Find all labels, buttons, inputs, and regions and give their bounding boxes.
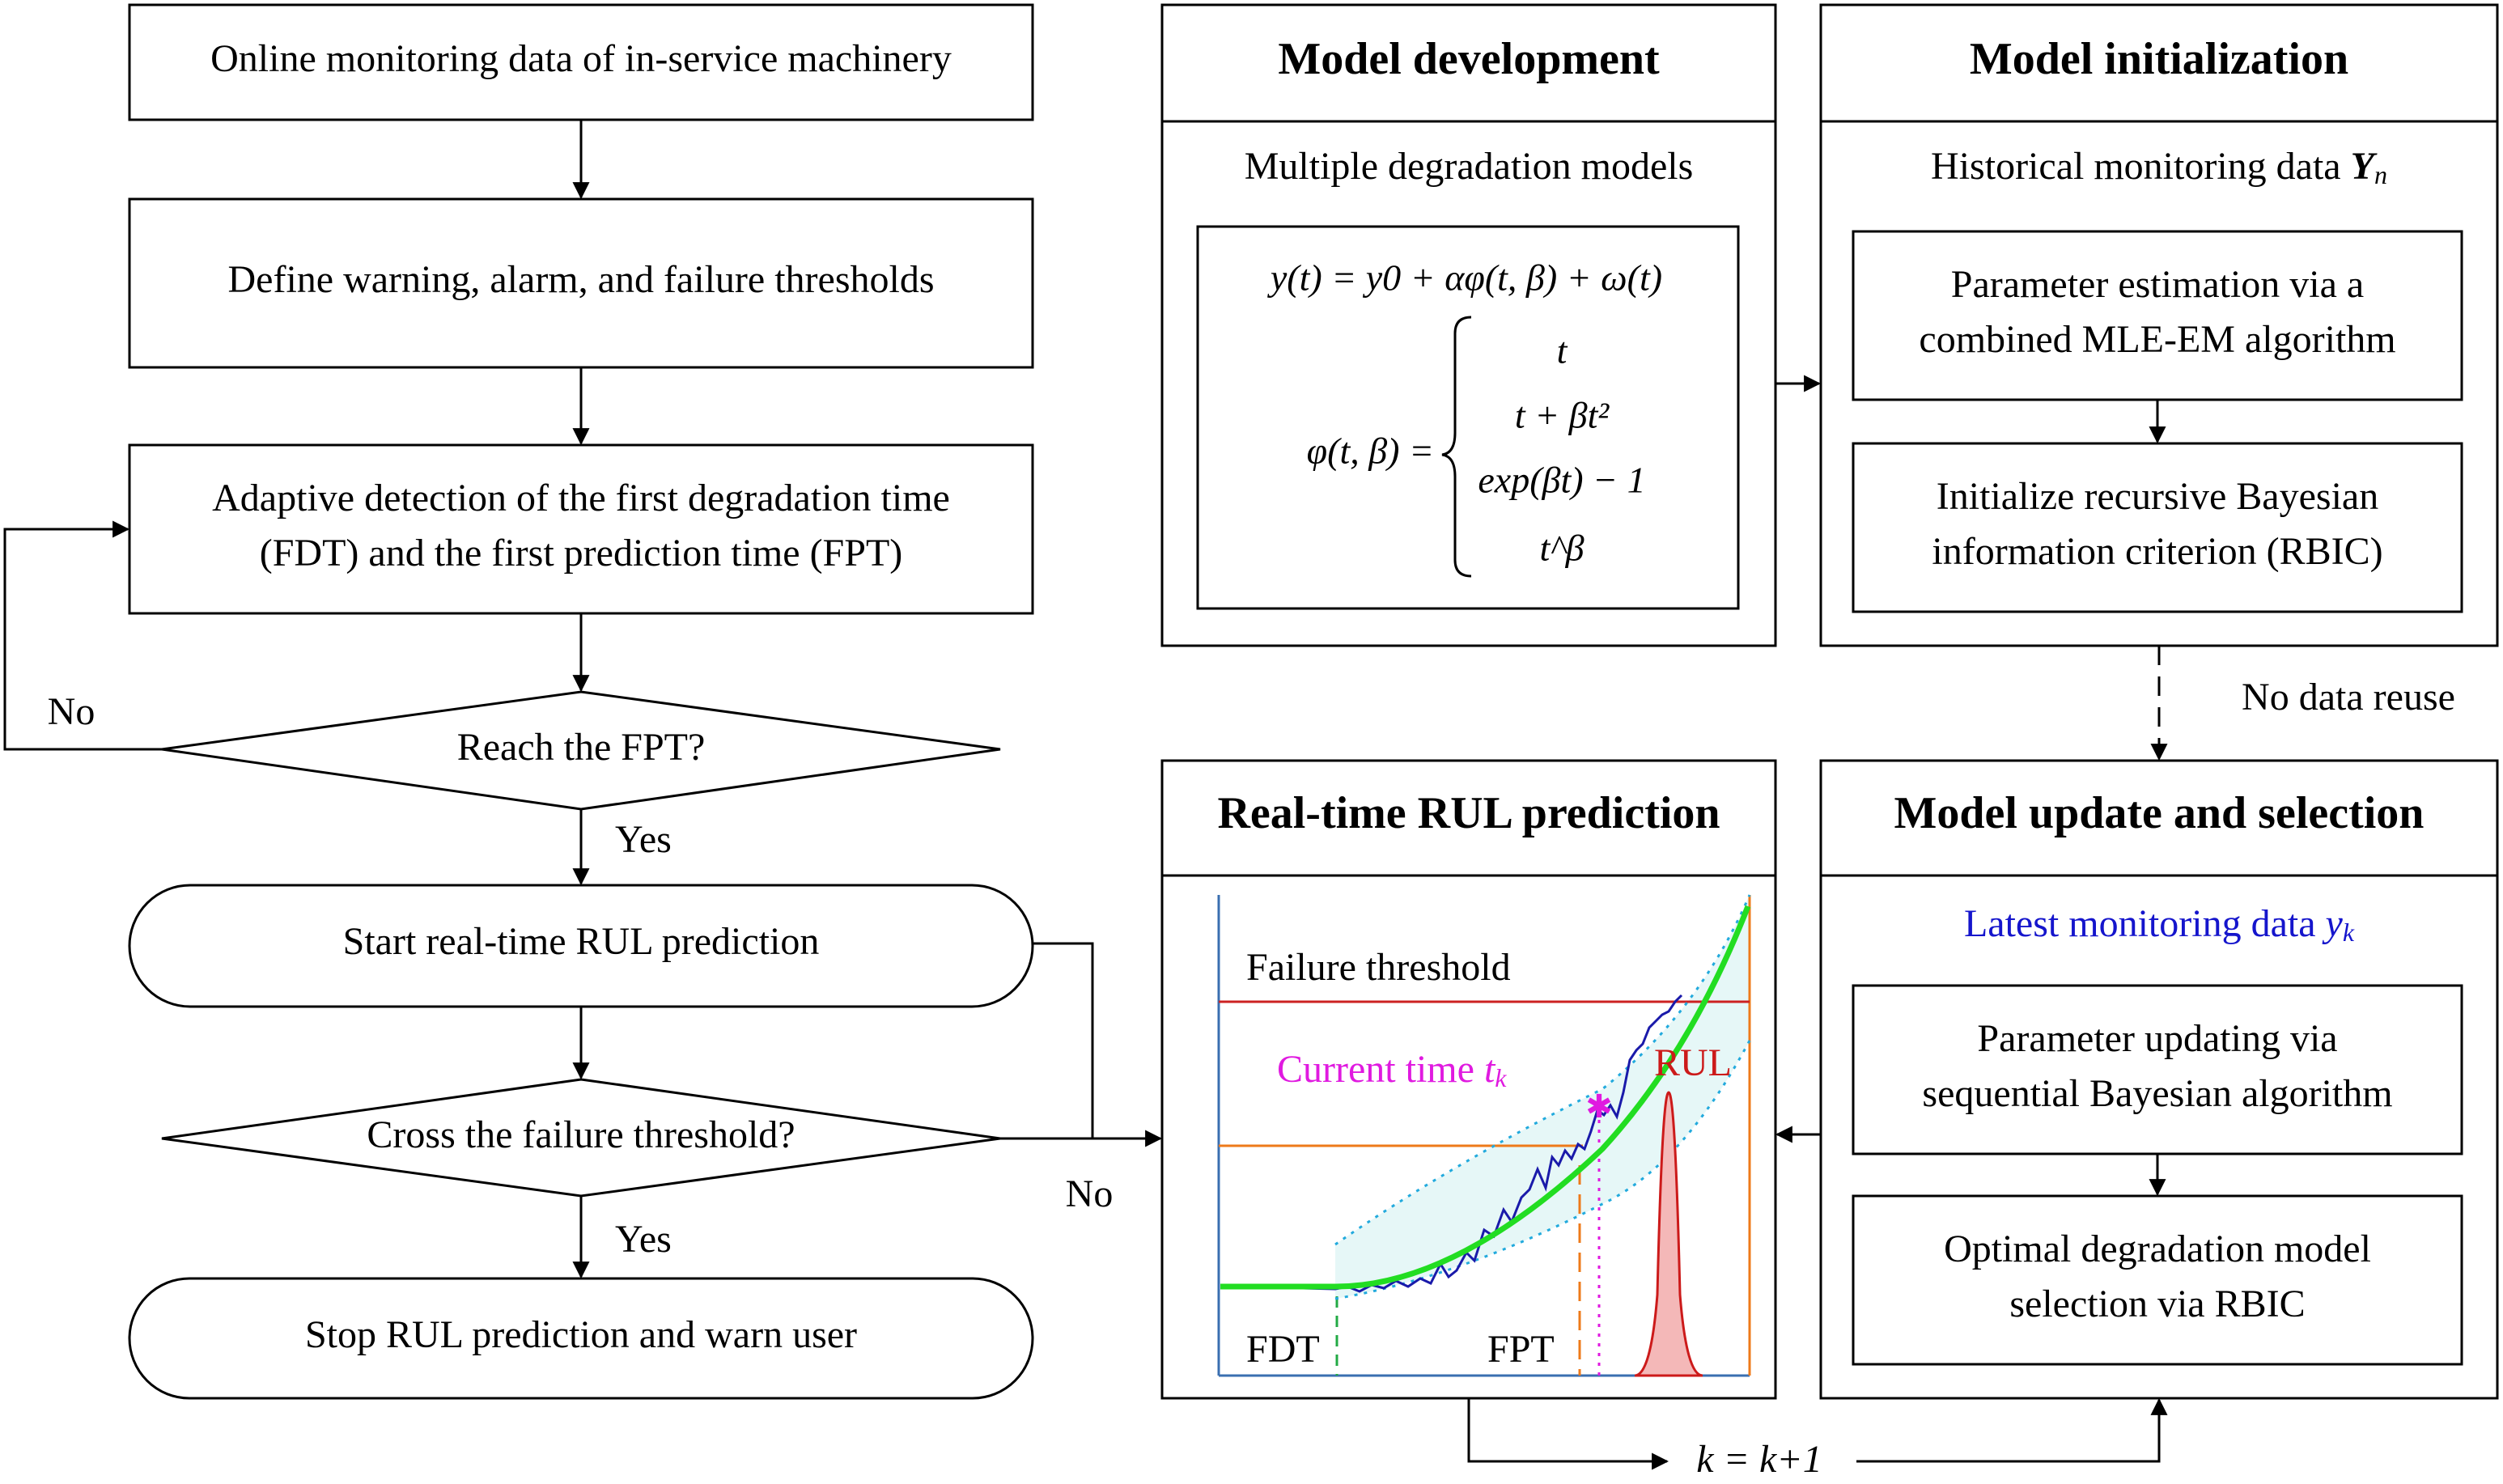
init-rbic-text-line2: information criterion (RBIC) bbox=[1932, 530, 2382, 573]
phi-case-quadratic: t + βt² bbox=[1515, 395, 1610, 436]
phi-definition: φ(t, β) = bbox=[1307, 430, 1434, 472]
phi-case-exponential: exp(βt) − 1 bbox=[1478, 460, 1645, 501]
current-time-label: Current time tk bbox=[1277, 1048, 1507, 1092]
model-update-panel: Model update and selection Latest monito… bbox=[1819, 759, 2499, 1400]
stop-rul-text: Stop RUL prediction and warn user bbox=[305, 1313, 857, 1356]
parameter-updating-text-line1: Parameter updating via bbox=[1977, 1017, 2337, 1060]
historical-data-label: Historical monitoring data Yn bbox=[1931, 145, 2387, 189]
flowchart-labels: Online monitoring data of in-service mac… bbox=[48, 37, 1114, 1356]
phi-case-linear: t bbox=[1557, 330, 1568, 371]
model-development-panel: Model development Multiple degradation m… bbox=[1160, 3, 1777, 647]
fitted-degradation-curve bbox=[1220, 905, 1751, 1290]
fpt-label: FPT bbox=[1487, 1328, 1555, 1371]
parameter-updating-text-line2: sequential Bayesian algorithm bbox=[1922, 1072, 2392, 1115]
degradation-signal bbox=[1220, 994, 1683, 1293]
rul-prediction-panel: Real-time RUL prediction bbox=[1160, 759, 1777, 1400]
model-development-title: Model development bbox=[1278, 34, 1660, 84]
rul-label: RUL bbox=[1654, 1041, 1732, 1084]
rul-illustration: ✱ Failure threshold Current time tk RUL … bbox=[1217, 894, 1751, 1377]
confidence-band-fill bbox=[1335, 895, 1750, 1299]
loop-connector-right bbox=[1856, 1397, 2168, 1463]
yes-label: Yes bbox=[615, 818, 672, 861]
adaptive-detection-text-line1: Adaptive detection of the first degradat… bbox=[212, 477, 950, 519]
equation-box bbox=[1196, 225, 1740, 610]
optimal-model-text-line2: selection via RBIC bbox=[2009, 1283, 2305, 1325]
parameter-estimation-text-line2: combined MLE-EM algorithm bbox=[1919, 318, 2395, 361]
start-rul-text: Start real-time RUL prediction bbox=[343, 920, 820, 963]
reach-fpt-text: Reach the FPT? bbox=[457, 726, 706, 769]
parameter-estimation-text-line1: Parameter estimation via a bbox=[1951, 263, 2364, 306]
no-label: No bbox=[48, 690, 95, 733]
degradation-equation: y(t) = y0 + αφ(t, β) + ω(t) bbox=[1267, 257, 1662, 299]
loop-connector-left bbox=[1467, 1398, 1669, 1470]
define-thresholds-text: Define warning, alarm, and failure thres… bbox=[227, 258, 934, 301]
flowchart bbox=[3, 3, 1163, 1400]
model-initialization-panel: Model initialization Historical monitori… bbox=[1819, 3, 2499, 647]
online-monitoring-text: Online monitoring data of in-service mac… bbox=[210, 37, 952, 80]
adaptive-detection-box bbox=[128, 443, 1034, 615]
cross-threshold-text: Cross the failure threshold? bbox=[367, 1113, 795, 1156]
parameter-updating-box bbox=[1852, 984, 2463, 1155]
piecewise-brace bbox=[1441, 316, 1472, 578]
no-label: No bbox=[1066, 1172, 1114, 1215]
optimal-model-text-line1: Optimal degradation model bbox=[1944, 1227, 2371, 1270]
current-point-star: ✱ bbox=[1585, 1088, 1613, 1125]
no-data-reuse-label: No data reuse bbox=[2242, 676, 2455, 719]
k-increment-label: k = k+1 bbox=[1696, 1438, 1822, 1481]
phi-case-power: t^β bbox=[1539, 528, 1584, 569]
rul-prediction-title: Real-time RUL prediction bbox=[1217, 788, 1720, 838]
no-loop-connector bbox=[3, 520, 162, 751]
start-to-rul-connector bbox=[1033, 942, 1094, 1138]
fdt-label: FDT bbox=[1246, 1328, 1320, 1371]
model-initialization-title: Model initialization bbox=[1970, 34, 2348, 84]
parameter-estimation-box bbox=[1852, 230, 2463, 401]
rul-density bbox=[1634, 1091, 1703, 1377]
model-update-title: Model update and selection bbox=[1894, 788, 2425, 838]
optimal-model-box bbox=[1852, 1194, 2463, 1366]
model-development-subtitle: Multiple degradation models bbox=[1245, 145, 1694, 188]
confidence-band-lower bbox=[1334, 1040, 1751, 1300]
init-rbic-box bbox=[1852, 442, 2463, 613]
failure-threshold-label: Failure threshold bbox=[1246, 946, 1511, 989]
adaptive-detection-text-line2: (FDT) and the first prediction time (FPT… bbox=[260, 532, 903, 575]
latest-data-label: Latest monitoring data yk bbox=[1964, 902, 2355, 947]
init-rbic-text-line1: Initialize recursive Bayesian bbox=[1937, 475, 2378, 518]
yes-label: Yes bbox=[615, 1218, 672, 1261]
